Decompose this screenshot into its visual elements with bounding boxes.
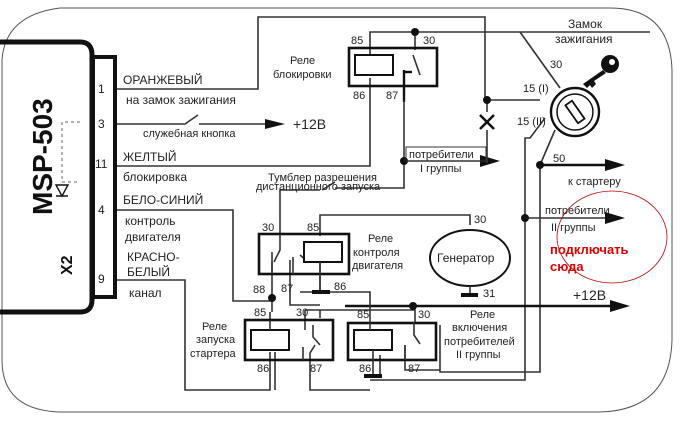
relay-consumers-label-4: II группы: [456, 349, 501, 361]
pin-3: 3: [98, 117, 105, 131]
arrow-starter-icon: [605, 159, 625, 171]
wire-yellow-label: ЖЕЛТЫЙ: [123, 149, 177, 164]
module-name: MSP-503: [27, 98, 58, 215]
toggle-label-1: Тумблер разрешения: [268, 172, 377, 184]
relay-starter-30: 30: [296, 307, 308, 319]
msp-module: [0, 39, 117, 315]
generator-30: 30: [474, 214, 486, 226]
plus12v-top: +12В: [293, 116, 326, 132]
relay-engine-30: 30: [262, 222, 274, 234]
junction-dot: [268, 294, 276, 302]
pin-11: 11: [95, 157, 108, 171]
pin-4: 4: [98, 203, 105, 217]
consumers2-label-1: потребители: [545, 205, 610, 217]
ground-icon: [312, 290, 330, 294]
relay-consumers-label-3: потребителей: [444, 336, 515, 348]
ground-icon: [364, 374, 382, 378]
relay-consumers-label-2: включения: [452, 322, 507, 334]
junction-dot: [483, 96, 491, 104]
relay-block: [347, 46, 439, 88]
ignition-15-1: 15 (I): [523, 83, 549, 95]
relay-consumers-label-1: Реле: [470, 309, 495, 321]
arrow-consumers1-icon: [480, 155, 500, 167]
to-starter-label: к стартеру: [568, 176, 621, 188]
relay-block-87: 87: [386, 90, 398, 102]
ignition-switch: [549, 86, 601, 138]
ignition-label-1: Замок: [568, 17, 603, 31]
relay-engine-85: 85: [307, 222, 319, 234]
consumers2-label-2: II группы: [551, 222, 596, 234]
relay-block-85: 85: [351, 35, 363, 47]
arrow-consumers2-icon: [605, 212, 625, 224]
relay-consumers-85: 85: [357, 309, 369, 321]
generator-31: 31: [483, 288, 495, 300]
annotation-label-1: подключать: [550, 242, 629, 257]
relay-engine: [257, 232, 351, 294]
wire-orange-label: ОРАНЖЕВЫЙ: [123, 72, 203, 87]
junction-dot: [536, 161, 544, 169]
pin-9: 9: [98, 272, 105, 286]
relay-starter-label-1: Реле: [202, 321, 227, 333]
toggle-label-2: дистанционного запуска: [256, 181, 381, 193]
relay-starter-87: 87: [310, 363, 322, 375]
pin9-desc: канал: [129, 286, 162, 300]
junction-dot: [411, 28, 419, 36]
relay-consumers-86: 86: [359, 363, 371, 375]
relay-consumers-87: 87: [408, 363, 420, 375]
relay-block-label-1: Реле: [290, 55, 315, 67]
pin-1: 1: [98, 82, 105, 96]
relay-starter-85: 85: [254, 307, 266, 319]
ground-icon: [461, 293, 478, 297]
diode-wire: [61, 121, 80, 183]
relay-engine-label-1: Реле: [368, 233, 393, 245]
relay-consumers-30: 30: [418, 309, 430, 321]
relay-engine-86: 86: [334, 281, 346, 293]
ignition-50: 50: [553, 153, 565, 165]
diode-icon: [54, 184, 70, 198]
relay-consumers: [346, 318, 438, 378]
relay-engine-88: 88: [253, 284, 265, 296]
cross-mark-icon: [479, 114, 495, 130]
relay-engine-label-3: двигателя: [352, 260, 403, 272]
ignition-15-2: 15 (II): [517, 116, 546, 128]
annotation-circle: [556, 190, 668, 284]
relay-block-label-2: блокировки: [273, 69, 331, 81]
relay-engine-label-2: контроля: [353, 247, 400, 259]
ignition-30: 30: [550, 59, 562, 71]
pin3-desc: служебная кнопка: [143, 128, 236, 140]
junction-dot: [521, 214, 529, 222]
generator-label: Генератор: [437, 251, 495, 265]
key-icon: [583, 55, 619, 88]
arrow-12v-icon: [265, 119, 285, 129]
pin11-desc: блокировка: [123, 170, 187, 184]
consumers1-label-1: потребители: [409, 149, 474, 161]
pin4-desc-1: контроль: [125, 214, 176, 228]
wire-red-white-1: КРАСНО-: [127, 250, 180, 264]
consumers1-label-2: I группы: [420, 163, 462, 175]
relay-starter-label-2: запуска: [196, 334, 236, 346]
junction-dot: [409, 302, 417, 310]
pin1-desc: на замок зажигания: [126, 93, 236, 107]
relay-starter-label-3: стартера: [190, 348, 237, 360]
relay-starter: [243, 318, 335, 362]
relay-block-86: 86: [353, 90, 365, 102]
pin4-desc-2: двигателя: [125, 230, 181, 244]
frame-border: [1, 7, 673, 413]
connector-name: X2: [59, 255, 76, 275]
wire-white-blue-label: БЕЛО-СИНИЙ: [123, 192, 203, 207]
wire-red-white-2: БЕЛЫЙ: [127, 264, 170, 279]
plus12v-bottom: +12В: [573, 287, 606, 303]
relay-engine-87: 87: [281, 283, 293, 295]
annotation-label-2: сюда: [550, 259, 584, 274]
relay-starter-86: 86: [257, 363, 269, 375]
ignition-label-2: зажигания: [555, 32, 613, 46]
consumers1-box: [405, 146, 487, 162]
arrow-12v-bottom-icon: [610, 300, 630, 312]
relay-block-30: 30: [423, 35, 435, 47]
